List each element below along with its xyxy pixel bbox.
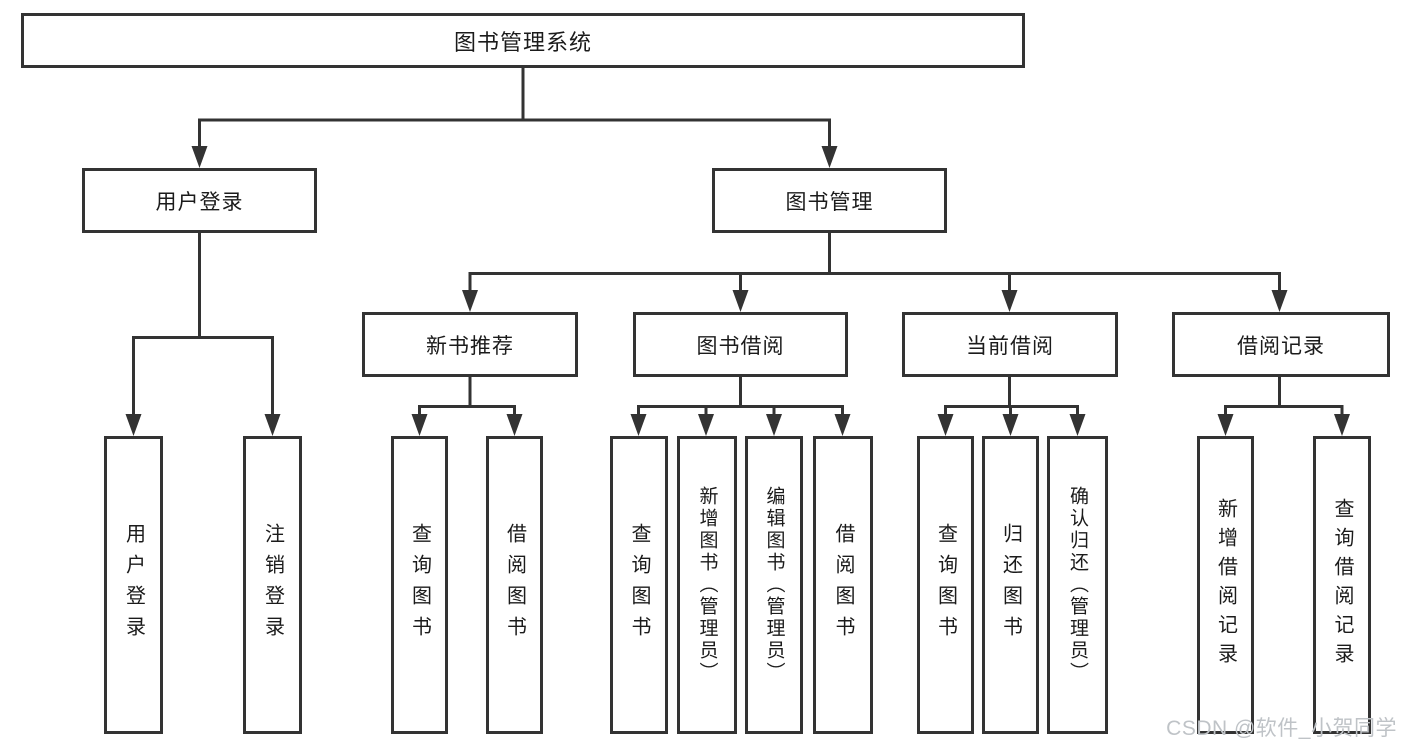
leaf-label: 编辑图书（管理员） [763,486,785,684]
leaf-label: 确认归还（管理员） [1067,486,1088,684]
leaf-add-borrow-record: 新增借阅记录 [1197,436,1254,734]
leaf-query-books-recommend: 查询图书 [391,436,448,734]
leaf-label: 新增借阅记录 [1214,498,1237,672]
node-label: 图书借阅 [696,334,785,358]
leaf-confirm-return-admin: 确认归还（管理员） [1047,436,1108,734]
leaf-user-login: 用户登录 [104,436,163,734]
node-label: 图书管理系统 [453,29,592,55]
node-book-management: 图书管理 [712,168,947,233]
leaf-label: 注销登录 [261,523,284,647]
node-label: 用户登录 [155,190,244,214]
leaf-label: 查询借阅记录 [1331,498,1353,672]
node-book-borrowing: 图书借阅 [633,312,848,377]
node-borrowing-records: 借阅记录 [1172,312,1390,377]
leaf-query-borrow-record: 查询借阅记录 [1313,436,1371,734]
leaf-label: 新增图书（管理员） [696,486,718,684]
leaf-label: 用户登录 [122,523,145,647]
node-current-borrowing: 当前借阅 [902,312,1118,377]
leaf-query-books-borrowing: 查询图书 [610,436,668,734]
leaf-label: 归还图书 [999,523,1022,647]
leaf-label: 借阅图书 [503,523,526,647]
node-label: 当前借阅 [966,334,1054,358]
node-label: 借阅记录 [1237,334,1325,358]
leaf-query-books-current: 查询图书 [917,436,974,734]
leaf-add-books-admin: 新增图书（管理员） [677,436,737,734]
node-new-book-recommendation: 新书推荐 [362,312,578,377]
node-label: 新书推荐 [426,334,514,358]
node-user-login: 用户登录 [82,168,317,233]
leaf-label: 借阅图书 [832,523,854,647]
leaf-borrow-books-borrowing: 借阅图书 [813,436,873,734]
leaf-label: 查询图书 [628,523,650,647]
leaf-logout: 注销登录 [243,436,302,734]
leaf-return-books: 归还图书 [982,436,1039,734]
node-label: 图书管理 [785,190,874,214]
watermark: CSDN @软件_小贺同学 [1166,717,1397,740]
node-root-book-management-system: 图书管理系统 [21,13,1025,68]
leaf-edit-books-admin: 编辑图书（管理员） [745,436,803,734]
leaf-label: 查询图书 [934,523,957,647]
leaf-borrow-books-recommend: 借阅图书 [486,436,543,734]
leaf-label: 查询图书 [408,523,431,647]
